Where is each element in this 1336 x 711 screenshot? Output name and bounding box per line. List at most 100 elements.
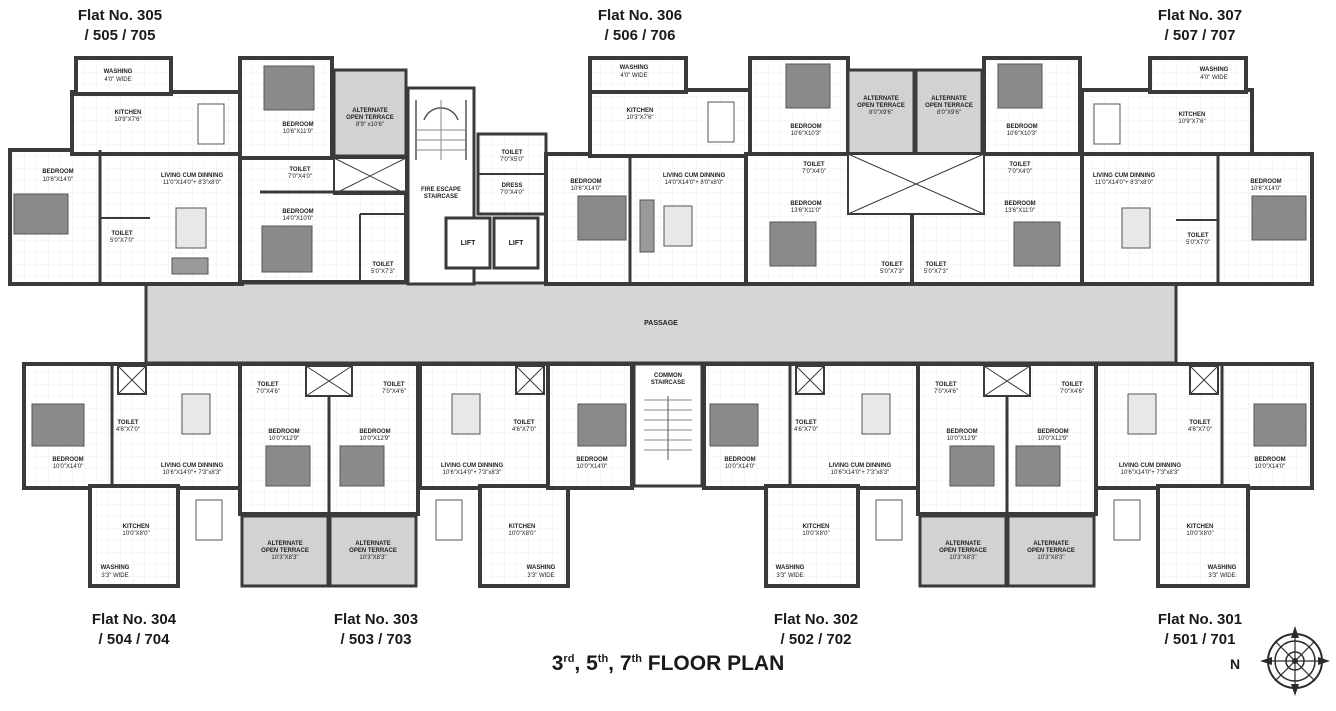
room-label: 4'0" WIDE: [620, 73, 647, 79]
room-label: 4'6"X7'0": [1188, 427, 1212, 433]
room-label: 7'0"X4'6": [256, 389, 280, 395]
room-label: DRESS: [502, 183, 523, 189]
compass-rose-icon: [1260, 626, 1330, 696]
room-label: ALTERNATE: [863, 96, 898, 102]
room-label: OPEN TERRACE: [261, 548, 309, 554]
flat-number: Flat No. 305: [77, 7, 163, 24]
room-label: WASHING: [776, 565, 805, 571]
flat-series: / 503 / 703: [340, 631, 412, 648]
room-label: 7'0"X4'0": [802, 169, 826, 175]
room-label: 10'0"X8'0": [1186, 531, 1213, 537]
room-label: 10'0"X12'9": [947, 436, 978, 442]
room-label: TOILET: [117, 420, 139, 426]
room-label: BEDROOM: [1037, 429, 1068, 435]
title-part: 5: [586, 652, 598, 675]
room-label: 4'6"X7'0": [116, 427, 140, 433]
room-label: 8'9" x10'6": [356, 122, 384, 128]
room-label: 5'0"X7'0": [110, 238, 134, 244]
room-label: 4'6"X7'0": [512, 427, 536, 433]
room-label: BEDROOM: [1004, 201, 1035, 207]
room-label: TOILET: [383, 382, 405, 388]
room-label: BEDROOM: [359, 429, 390, 435]
flat-label-304: Flat No. 304 / 504 / 704: [44, 610, 224, 650]
title-sup: rd: [563, 653, 575, 665]
flat-label-305: Flat No. 305 / 505 / 705: [30, 6, 210, 46]
room-label: BEDROOM: [570, 179, 601, 185]
room-label: BEDROOM: [282, 209, 313, 215]
room-label: 10'3"X8'3": [271, 555, 298, 561]
flat-series: / 501 / 701: [1164, 631, 1236, 648]
room-label: TOILET: [1189, 420, 1211, 426]
flat-label-306: Flat No. 306 / 506 / 706: [550, 6, 730, 46]
room-label: 10'0"X8'0": [508, 531, 535, 537]
room-label: 10'0"X14'0": [53, 464, 84, 470]
flat-label-301: Flat No. 301 / 501 / 701: [1110, 610, 1290, 650]
room-label: 11'0"X14'0"+ 8'3"x8'0": [1095, 180, 1153, 186]
room-label: 10'0"X8'0": [802, 531, 829, 537]
room-label: BEDROOM: [724, 457, 755, 463]
room-label: KITCHEN: [509, 524, 536, 530]
room-label: LIFT: [461, 240, 476, 247]
flat-label-307: Flat No. 307 / 507 / 707: [1110, 6, 1290, 46]
flat-number: Flat No. 301: [1157, 611, 1243, 628]
room-label: BEDROOM: [576, 457, 607, 463]
flat-304-plan: BEDROOM 10'0"X14'0" TOILET 4'6"X7'0" LIV…: [22, 362, 242, 588]
room-label: BEDROOM: [790, 201, 821, 207]
room-label: 7'0"X4'0": [500, 190, 524, 196]
flat-303-plan: TOILET 7'0"X4'6" TOILET 7'0"X4'6" BEDROO…: [238, 362, 634, 588]
room-label: TOILET: [881, 262, 903, 268]
room-label: 13'6"X11'0": [791, 208, 821, 214]
room-label: TOILET: [935, 382, 957, 388]
room-label: TOILET: [372, 262, 394, 268]
flat-series: / 504 / 704: [98, 631, 170, 648]
room-label: 7'0"X4'0": [1008, 169, 1032, 175]
flat-series: / 507 / 707: [1164, 27, 1236, 44]
core-top: FIRE ESCAPE STAIRCASE LIFT LIFT TOILET 7…: [406, 86, 548, 286]
room-label: 10'0"X14'0": [1255, 464, 1286, 470]
room-label: 8'0"X9'6": [937, 110, 961, 116]
room-label: LIVING CUM DINNING: [161, 463, 224, 469]
room-label: 10'6"X10'3": [1007, 131, 1038, 137]
room-label: FIRE ESCAPE: [421, 187, 461, 193]
flat-number: Flat No. 307: [1157, 7, 1243, 24]
flat-number: Flat No. 303: [333, 611, 419, 628]
room-label: TOILET: [1009, 162, 1031, 168]
room-label: WASHING: [1200, 67, 1229, 73]
title-part: 3: [551, 652, 564, 675]
room-label: KITCHEN: [1179, 112, 1206, 118]
room-label: OPEN TERRACE: [1027, 548, 1075, 554]
flat-label-302: Flat No. 302 / 502 / 702: [726, 610, 906, 650]
room-label: 4'6"X7'0": [794, 427, 818, 433]
passage-label: PASSAGE: [644, 320, 678, 327]
room-label: TOILET: [257, 382, 279, 388]
room-label: 11'0"X14'0"+ 8'3"x8'0": [163, 180, 221, 186]
room-label: 10'0"X12'9": [360, 436, 391, 442]
compass-north-label: N: [1230, 656, 1241, 672]
room-label: 10'6"X14'0"+ 7'3"x8'3": [163, 470, 222, 476]
room-label: 5'0"X7'3": [880, 269, 904, 275]
room-label: BEDROOM: [42, 169, 73, 175]
room-label: ALTERNATE: [931, 96, 966, 102]
room-label: TOILET: [795, 420, 817, 426]
room-label: 10'3"X8'3": [359, 555, 386, 561]
room-label: 5'0"X7'0": [1186, 240, 1210, 246]
terrace-305: [332, 68, 408, 158]
title-part: 7: [619, 652, 632, 675]
room-label: 14'0"X10'0": [283, 216, 314, 222]
room-label: ALTERNATE: [355, 541, 390, 547]
room-label: OPEN TERRACE: [346, 115, 394, 121]
flat-number: Flat No. 302: [773, 611, 859, 628]
room-label: BEDROOM: [1250, 179, 1281, 185]
room-label: TOILET: [925, 262, 947, 268]
room-label: 10'6"X11'9": [283, 129, 313, 135]
room-label: ALTERNATE: [267, 541, 302, 547]
flat-305-plan: WASHING 4'0" WIDE KITCHEN 10'9"X7'6" BED…: [8, 56, 408, 286]
room-label: 7'0"X4'6": [382, 389, 406, 395]
room-label: TOILET: [1061, 382, 1083, 388]
room-label: TOILET: [1187, 233, 1209, 239]
room-label: BEDROOM: [52, 457, 83, 463]
room-label: 10'6"X14'0"+ 7'3"x8'3": [443, 470, 502, 476]
flat-series: / 502 / 702: [780, 631, 852, 648]
room-label: BEDROOM: [790, 124, 821, 130]
common-staircase: COMMON STAIRCASE: [632, 362, 704, 488]
